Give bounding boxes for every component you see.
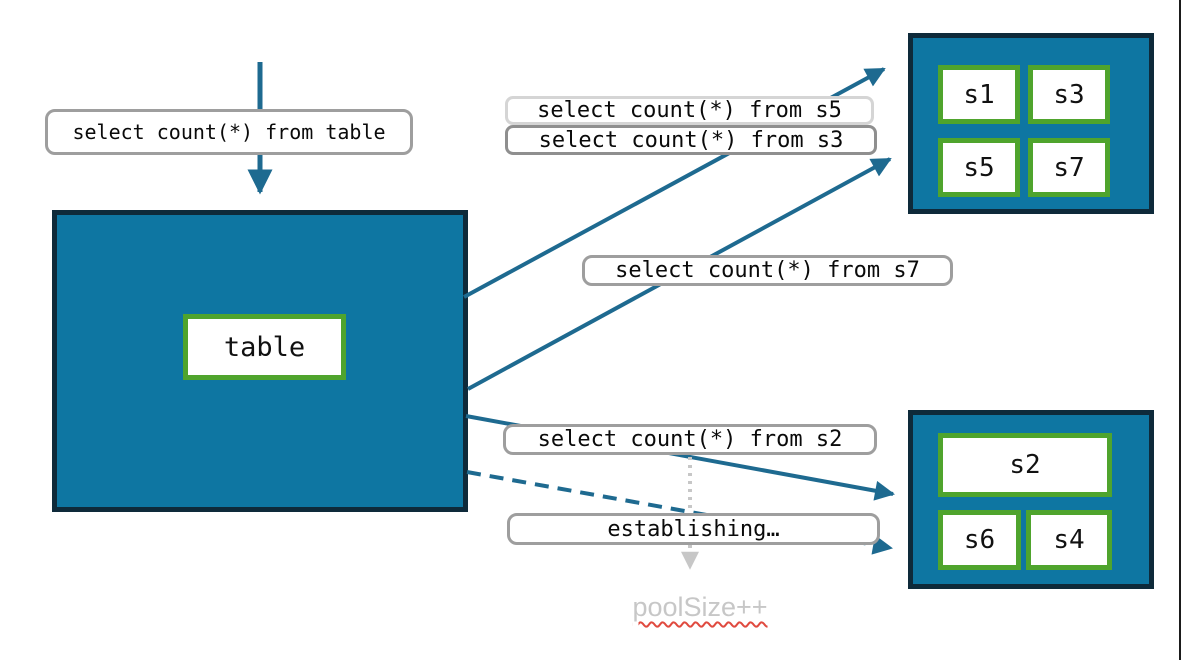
shard-s1: s1 — [938, 65, 1020, 124]
shard-s6: s6 — [938, 510, 1021, 570]
shard-pool-bottom-box: s2 s6 s4 — [908, 410, 1154, 589]
query-pill-from-s2: select count(*) from s2 — [503, 424, 877, 455]
shard-s2: s2 — [938, 433, 1112, 497]
shard-s4-label: s4 — [1053, 525, 1085, 555]
query-pill-from-s7: select count(*) from s7 — [582, 255, 953, 286]
query-text-from-table: select count(*) from table — [72, 120, 386, 144]
status-text-establishing: establishing… — [607, 516, 780, 542]
shard-s5-label: s5 — [963, 152, 995, 183]
query-pill-from-table: select count(*) from table — [45, 109, 413, 155]
shard-s3: s3 — [1028, 65, 1110, 124]
query-text-from-s5: select count(*) from s5 — [537, 98, 842, 123]
query-text-from-s2: select count(*) from s2 — [537, 427, 843, 452]
shard-s7-label: s7 — [1053, 152, 1085, 183]
shard-s7: s7 — [1028, 138, 1110, 197]
table-node-box: table — [52, 210, 468, 512]
shard-s3-label: s3 — [1053, 79, 1085, 110]
query-text-from-s3: select count(*) from s3 — [538, 127, 844, 153]
poolsize-note: poolSize++ — [632, 592, 768, 622]
table-label: table — [223, 331, 306, 363]
query-pill-from-s3: select count(*) from s3 — [505, 125, 877, 155]
shard-s4: s4 — [1026, 510, 1112, 570]
query-text-from-s7: select count(*) from s7 — [615, 258, 920, 283]
status-pill-establishing: establishing… — [507, 513, 880, 545]
shard-pool-top-box: s1 s3 s5 s7 — [908, 33, 1154, 214]
window-edge-line — [1179, 0, 1181, 660]
shard-s6-label: s6 — [963, 525, 996, 555]
shard-s2-label: s2 — [1009, 450, 1041, 480]
shard-s5: s5 — [938, 138, 1020, 197]
query-pill-from-s5: select count(*) from s5 — [505, 96, 874, 125]
table-label-box: table — [183, 314, 346, 380]
shard-s1-label: s1 — [963, 79, 995, 110]
